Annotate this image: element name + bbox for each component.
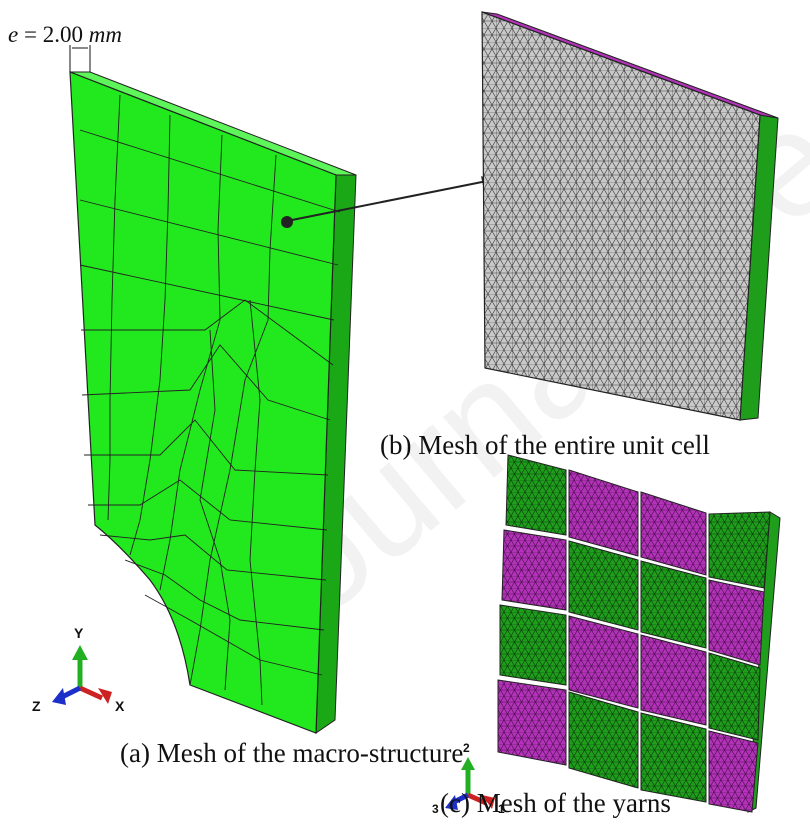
connector-arrow (291, 176, 494, 221)
unit-cell-face (481, 11, 761, 421)
thickness-value: = 2.00 (18, 22, 88, 47)
macro-mesh-lines (79, 94, 341, 706)
caption-c: (c) Mesh of the yarns (440, 788, 671, 818)
axis-y-label: Y (74, 625, 84, 641)
caption-a: (a) Mesh of the macro-structure (120, 738, 464, 768)
caption-b: (b) Mesh of the entire unit cell (380, 430, 710, 460)
macro-front-face (69, 71, 337, 734)
yarn-mesh (497, 454, 781, 813)
axis-z-label: Z (32, 698, 41, 714)
axis-x-label: X (115, 698, 125, 714)
unit-cell-mesh (481, 11, 779, 421)
zoom-connector (281, 176, 494, 228)
axis-3-label: 3 (432, 802, 439, 816)
thickness-label: e = 2.00 mm (8, 22, 122, 47)
axis-1-label: 1 (498, 802, 505, 816)
thickness-unit: mm (89, 22, 122, 47)
connector-dot (281, 216, 293, 228)
macro-structure-mesh: e = 2.00 mm (8, 22, 357, 734)
yarn-panels (497, 454, 771, 813)
axis-2-label: 2 (463, 741, 470, 755)
axis-triad-yarn: 2 1 3 (432, 741, 505, 816)
axis-triad-macro: Y X Z (32, 625, 125, 714)
